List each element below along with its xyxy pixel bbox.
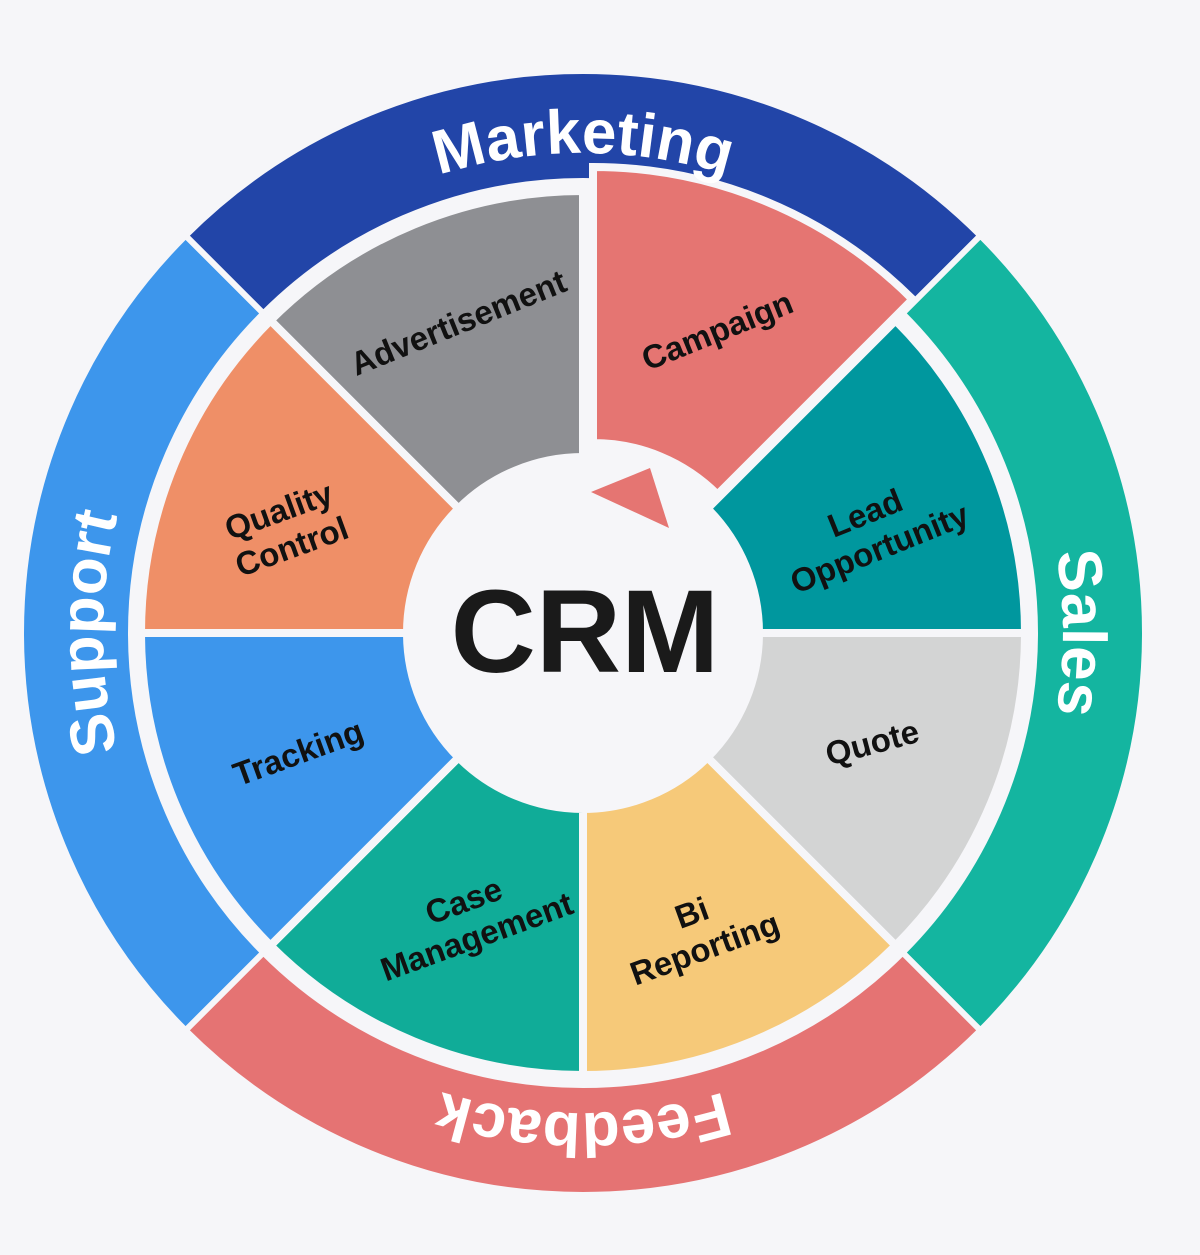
wedge-lead-opportunity <box>701 314 1030 637</box>
wedge-campaign <box>589 162 919 501</box>
band-label-text: Sales <box>1043 545 1119 721</box>
outer-band-ring <box>18 68 1148 1198</box>
wedge-advertisement <box>264 186 587 515</box>
pointer-arrow-icon <box>591 468 669 528</box>
wedge-quote <box>701 629 1030 952</box>
wedge-bi-reporting <box>579 751 902 1080</box>
wedge-tracking <box>136 629 465 952</box>
wedge-quality-control <box>136 314 465 637</box>
center-label: CRM <box>451 566 720 698</box>
wedge-ring <box>136 162 1030 1080</box>
wedge-case-management <box>264 751 587 1080</box>
band-label-sales: Sales <box>1043 545 1119 721</box>
center-circle <box>410 462 752 804</box>
